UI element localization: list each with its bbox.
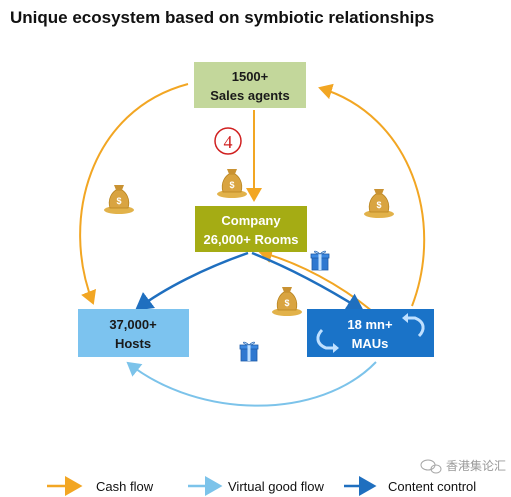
step-marker: 4 <box>214 127 242 155</box>
money-bag-icon <box>363 188 395 219</box>
gift-icon <box>310 250 330 271</box>
watermark: 香港集论汇 <box>420 458 506 474</box>
step-marker-number: 4 <box>224 132 233 152</box>
content-control-arrow-company-to-hosts <box>134 251 249 311</box>
maus-label: MAUs <box>352 336 389 351</box>
gift-icon <box>239 341 259 362</box>
watermark-text: 香港集论汇 <box>446 458 506 473</box>
sales-agents-label: Sales agents <box>210 88 290 103</box>
company-node: Company 26,000+ Rooms <box>195 206 307 252</box>
cycle-arrow-right-icon <box>407 316 425 338</box>
content-control-arrow-company-to-maus <box>251 251 365 312</box>
cycle-arrow-left-icon <box>316 328 334 350</box>
maus-count: 18 mn+ <box>347 317 393 332</box>
money-bag-icon <box>103 184 135 215</box>
legend: Cash flow Virtual good flow Content cont… <box>47 476 476 496</box>
hosts-label: Hosts <box>115 336 151 351</box>
sales-agents-count: 1500+ <box>232 69 269 84</box>
company-rooms: 26,000+ Rooms <box>203 232 298 247</box>
virtual-good-flow-arrow-maus-to-hosts <box>126 361 377 407</box>
diagram-title: Unique ecosystem based on symbiotic rela… <box>10 8 435 27</box>
cash-flow-arrow-sales-to-hosts <box>79 83 189 305</box>
cash-flow-arrow-maus-to-sales <box>318 83 426 307</box>
legend-item-virtual-good-flow: Virtual good flow <box>188 476 324 496</box>
money-bag-icon <box>216 168 248 199</box>
hosts-node: 37,000+ Hosts <box>78 309 189 357</box>
company-label: Company <box>221 213 281 228</box>
sales-agents-node: 1500+ Sales agents <box>194 62 306 108</box>
hosts-count: 37,000+ <box>109 317 157 332</box>
legend-cash-flow-label: Cash flow <box>96 479 154 494</box>
legend-virtual-good-flow-label: Virtual good flow <box>228 479 324 494</box>
maus-node: 18 mn+ MAUs <box>307 309 434 357</box>
legend-content-control-label: Content control <box>388 479 476 494</box>
money-bag-icon <box>271 286 303 317</box>
legend-item-content-control: Content control <box>344 476 476 496</box>
legend-item-cash-flow: Cash flow <box>47 476 154 496</box>
